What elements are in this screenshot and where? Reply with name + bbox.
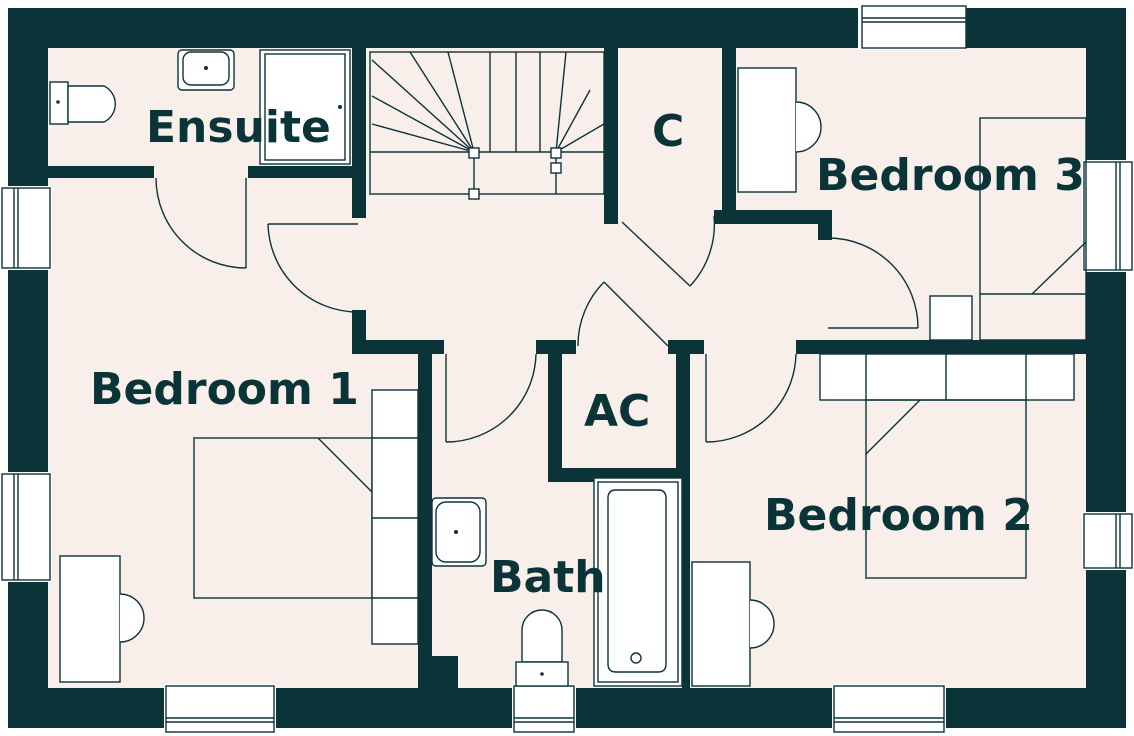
window-bottom-bath [512,684,576,736]
bed-icon [979,117,1087,341]
room-label-airing-cupboard: AC [584,386,650,437]
bedroom2-furniture [691,353,1075,687]
window-bottom-bedroom1 [164,684,276,736]
window-left-bedroom1 [0,472,52,582]
shower-icon [259,49,351,165]
wardrobe-icon [819,353,1075,401]
window-top-bedroom3 [858,4,967,50]
door-bedroom1-landing [267,223,359,313]
door-bedroom3 [827,237,919,329]
toilet-icon [515,609,569,687]
toilet-icon [49,81,116,125]
window-bottom-bedroom2 [832,684,946,736]
bed-icon [865,399,1027,579]
door-bath [445,353,537,443]
door-ensuite [155,177,247,269]
window-left-ensuite-side [0,186,52,270]
doors [155,177,919,443]
window-right-bedroom2 [1082,512,1134,570]
room-labels: Ensuite C Bedroom 3 Bedroom 1 AC Bedroom… [90,102,1085,603]
door-ac [577,281,669,347]
desk-icon [59,555,145,683]
room-label-bath: Bath [490,552,606,603]
window-right-bedroom3 [1082,160,1134,272]
room-label-ensuite: Ensuite [146,102,331,153]
desk-icon [737,67,822,193]
room-label-bedroom1: Bedroom 1 [90,364,359,415]
windows [0,4,1134,736]
basin-icon [177,49,235,91]
bedroom3-furniture [737,67,1087,341]
room-label-cupboard: C [652,106,684,157]
interior-walls [48,48,1086,688]
basin-icon [431,497,487,567]
door-cupboard [621,215,716,287]
ensuite-fixtures [49,49,351,165]
staircase [369,51,605,200]
door-bedroom2 [705,353,797,443]
room-label-bedroom3: Bedroom 3 [816,150,1085,201]
bedside-table-icon [929,295,973,341]
wardrobe-icon [371,389,419,645]
desk-icon [691,561,775,687]
bath-fixtures [431,477,683,687]
room-label-bedroom2: Bedroom 2 [764,490,1033,541]
bathtub-icon [593,477,683,687]
bedroom1-furniture [59,389,419,683]
